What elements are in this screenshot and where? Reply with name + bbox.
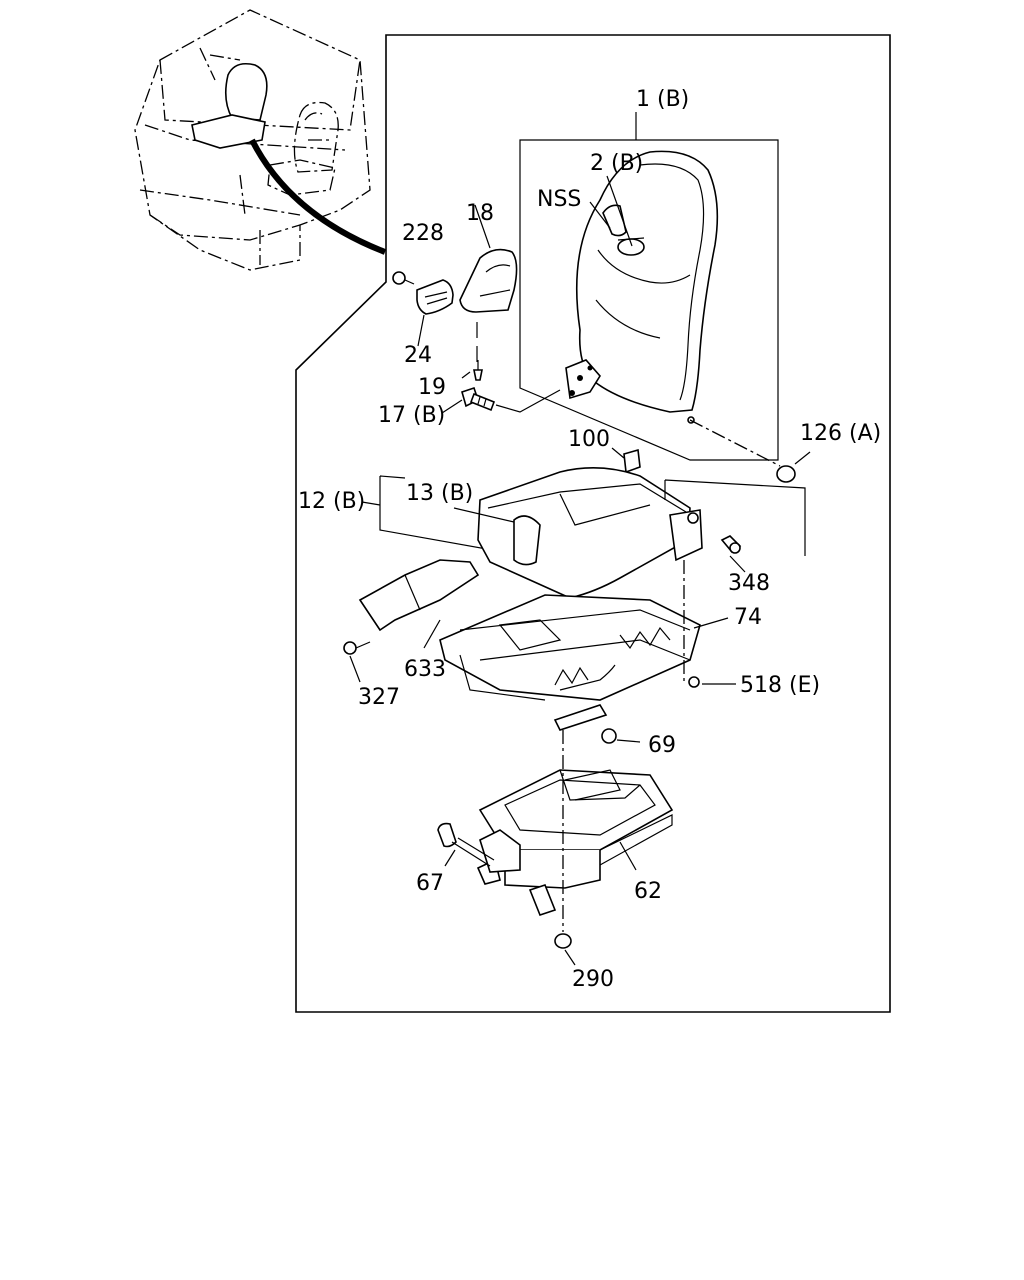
label-327: 327 (358, 685, 400, 710)
seat-riser-base (437, 728, 674, 949)
label-62: 62 (634, 879, 662, 904)
label-nss: NSS (537, 187, 581, 212)
recliner-parts (392, 248, 518, 412)
label-228: 228 (402, 221, 444, 246)
label-633: 633 (404, 657, 446, 682)
label-126a: 126 (A) (800, 421, 881, 446)
label-18: 18 (466, 201, 494, 226)
label-1b: 1 (B) (636, 87, 689, 112)
label-19: 19 (418, 375, 446, 400)
label-13b: 13 (B) (406, 481, 473, 506)
label-290: 290 (572, 967, 614, 992)
label-24: 24 (404, 343, 432, 368)
cab-overview-illustration (134, 9, 387, 271)
label-12b: 12 (B) (298, 489, 365, 514)
label-17b: 17 (B) (378, 403, 445, 428)
label-67: 67 (416, 871, 444, 896)
seat-cushion-assembly (343, 448, 806, 731)
label-69: 69 (648, 733, 676, 758)
label-518e: 518 (E) (740, 673, 820, 698)
detail-frame (295, 34, 891, 1013)
seat-back-assembly (519, 139, 779, 461)
label-348: 348 (728, 571, 770, 596)
label-100: 100 (568, 427, 610, 452)
label-74: 74 (734, 605, 762, 630)
label-2b: 2 (B) (590, 151, 643, 176)
